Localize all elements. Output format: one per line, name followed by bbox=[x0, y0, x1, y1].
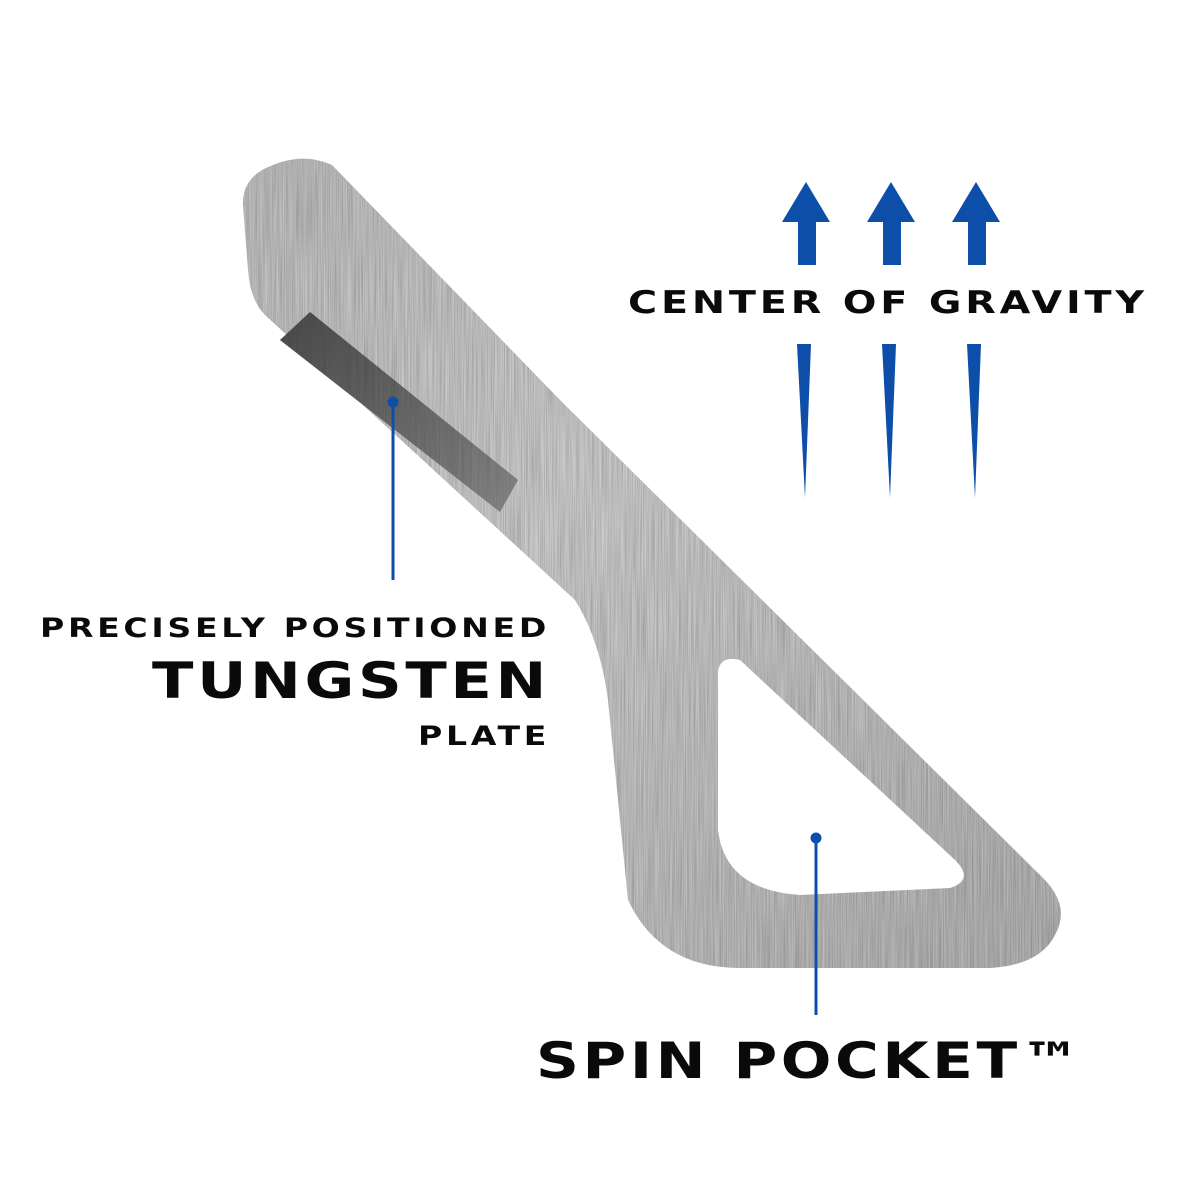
spin-pocket-callout bbox=[810, 832, 822, 1015]
spin-pocket-label: SPIN POCKET™ bbox=[536, 1032, 1084, 1090]
tungsten-label-line3: PLATE bbox=[418, 721, 550, 752]
tungsten-plate bbox=[280, 312, 518, 512]
center-of-gravity-label: CENTER OF GRAVITY bbox=[628, 285, 1148, 321]
center-of-gravity-arrows bbox=[782, 182, 1000, 498]
arrow-up-icon bbox=[867, 182, 915, 498]
tungsten-callout bbox=[387, 396, 399, 580]
tungsten-label-line1: PRECISELY POSITIONED bbox=[40, 613, 550, 644]
tungsten-label-line2: TUNGSTEN bbox=[152, 652, 550, 710]
arrow-up-icon bbox=[952, 182, 1000, 498]
arrow-up-icon bbox=[782, 182, 830, 498]
